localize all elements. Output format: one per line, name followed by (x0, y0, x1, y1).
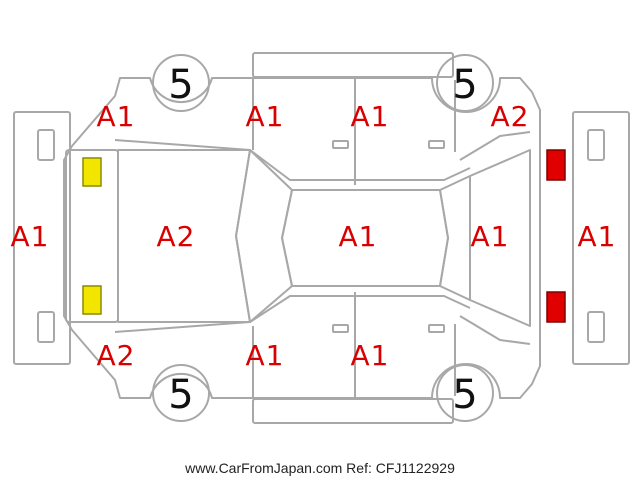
front-bumper-slot-bottom (37, 311, 55, 343)
rear-bumper-panel (572, 111, 630, 365)
reference-footer: www.CarFromJapan.com Ref: CFJ1122929 (185, 460, 455, 476)
code-front-fender-right: A2 (96, 339, 136, 372)
front-door-left-handle (332, 140, 349, 149)
rear-door-right-handle (428, 324, 445, 333)
tire-rear-left (436, 54, 494, 112)
code-rear-fender-left: A2 (490, 100, 530, 133)
tire-front-right (152, 364, 210, 422)
rear-lamp-top (546, 149, 566, 181)
tire-front-left (152, 54, 210, 112)
tire-front-right-grade: 5 (168, 372, 193, 418)
front-bumper-slot-top (37, 129, 55, 161)
code-rear-door-right: A1 (350, 339, 390, 372)
code-rear-bumper: A1 (577, 220, 617, 253)
rear-fender-left-line (459, 131, 531, 161)
tire-rear-right (436, 364, 494, 422)
code-front-door-left: A1 (245, 100, 285, 133)
trunk-lid (469, 149, 531, 327)
code-front-fender-left: A1 (96, 100, 136, 133)
code-trunk: A1 (470, 220, 510, 253)
tire-rear-left-grade: 5 (452, 62, 477, 108)
rear-bumper-slot-bottom (587, 311, 605, 343)
front-lamp-top (82, 157, 102, 187)
code-hood: A2 (156, 220, 196, 253)
body-outline (63, 77, 541, 399)
rear-door-left-handle (428, 140, 445, 149)
front-lamp-bottom (82, 285, 102, 315)
front-fender-right-line (114, 321, 251, 333)
code-front-bumper: A1 (10, 220, 50, 253)
front-fender-left-line (114, 139, 251, 151)
rear-lamp-bottom (546, 291, 566, 323)
rear-bumper-slot-top (587, 129, 605, 161)
code-front-door-right: A1 (245, 339, 285, 372)
left-side-sill (252, 52, 454, 78)
rear-window (439, 175, 471, 301)
roof-edge-top (249, 149, 471, 181)
right-side-sill (252, 398, 454, 424)
roof-edge-bottom (249, 295, 471, 323)
front-bumper-panel (13, 111, 71, 365)
front-door-right-handle (332, 324, 349, 333)
tire-rear-right-grade: 5 (452, 372, 477, 418)
code-roof: A1 (338, 220, 378, 253)
code-rear-door-left: A1 (350, 100, 390, 133)
tire-front-left-grade: 5 (168, 62, 193, 108)
rear-fender-right-line (459, 315, 531, 345)
